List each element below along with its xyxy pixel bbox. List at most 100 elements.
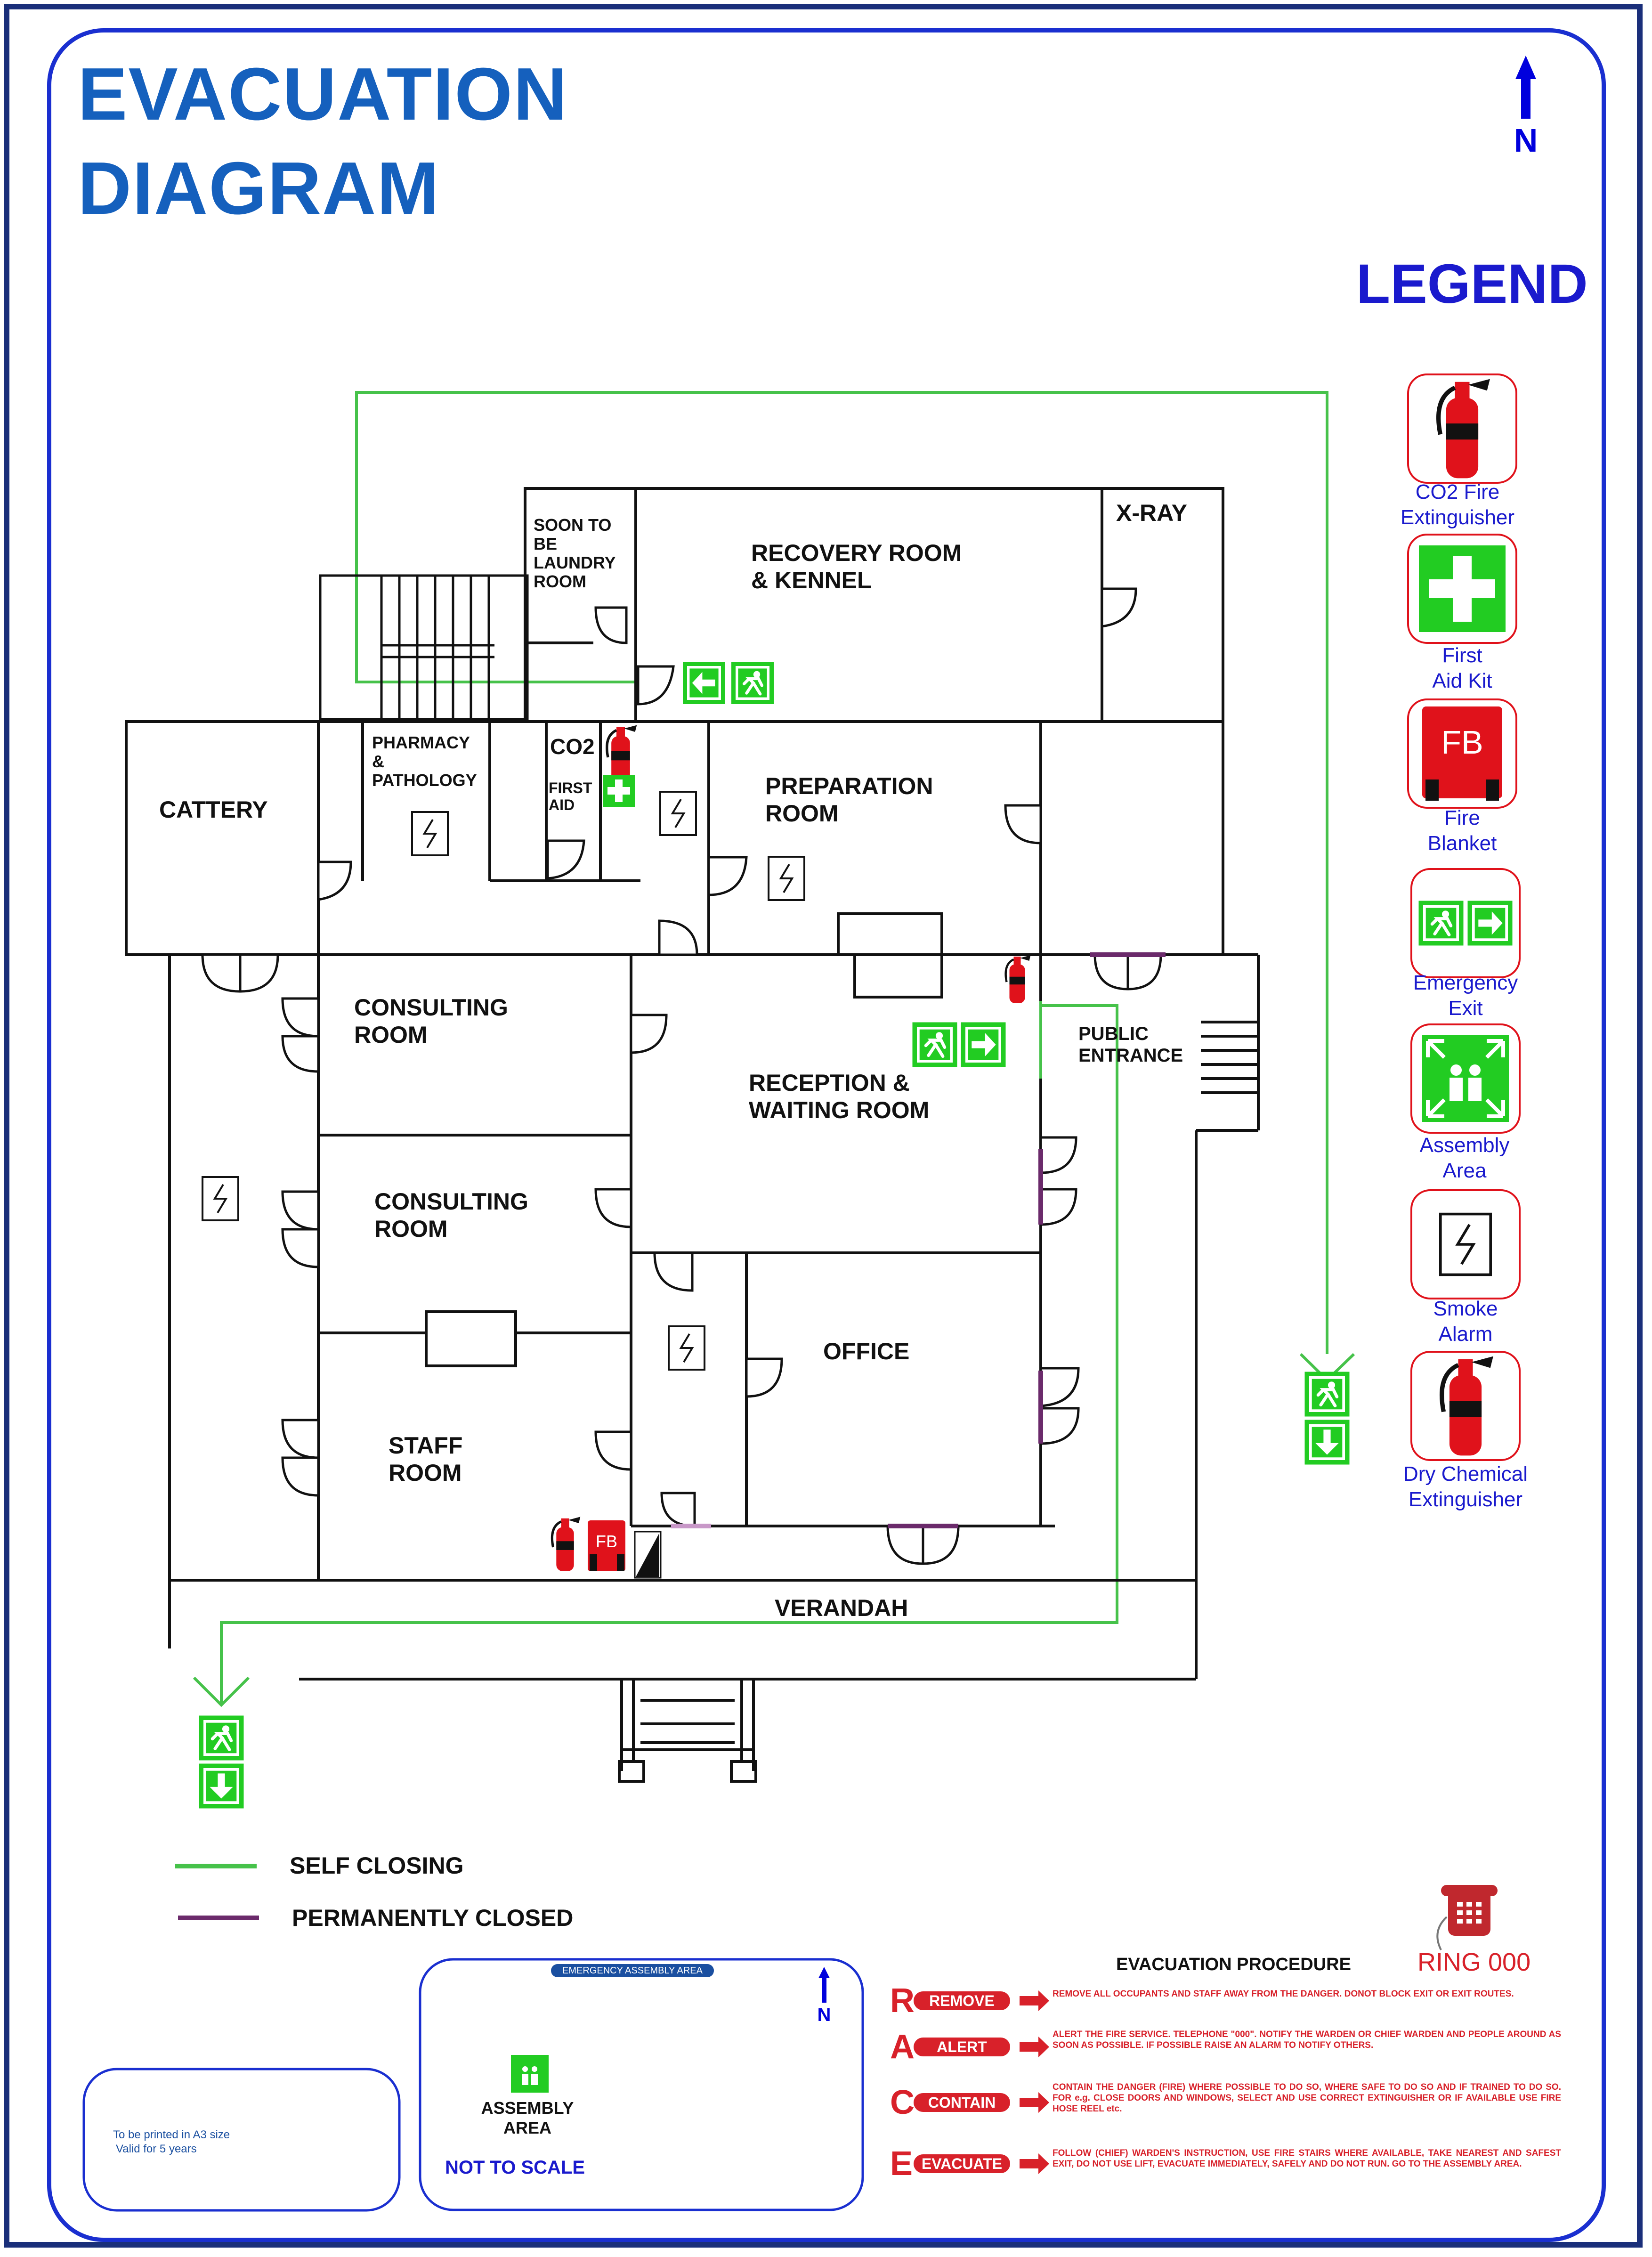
title-line-2: DIAGRAM	[78, 147, 440, 230]
assembly-box-icon	[511, 2055, 549, 2093]
assembly-box-header: EMERGENCY ASSEMBLY AREA	[551, 1964, 714, 1977]
procedure-pill-evacuate: EVACUATE	[914, 2154, 1010, 2173]
room-label-xray: X-RAY	[1116, 500, 1187, 526]
assembly-area-box	[419, 1958, 864, 2211]
legend-assembly-line-2: Area	[1442, 1159, 1487, 1182]
assembly-label-line-1: ASSEMBLY	[481, 2098, 574, 2118]
legend-exit-line-1: Emergency	[1413, 971, 1518, 994]
print-note-line-2: Valid for 5 years	[116, 2143, 197, 2155]
room-label-pharmacy: PHARMACY & PATHOLOGY	[372, 733, 477, 790]
procedure-arrows	[1020, 1990, 1049, 2174]
recovery-line-2: & KENNEL	[751, 567, 872, 593]
fire-blanket-badge: FB	[596, 1532, 617, 1551]
phone-box-icon	[634, 1531, 662, 1579]
doors	[201, 587, 1162, 1565]
procedure-text-evacuate: FOLLOW (CHIEF) WARDEN'S INSTRUCTION, USE…	[1053, 2148, 1561, 2169]
room-label-preparation: PREPARATION ROOM	[765, 772, 933, 827]
legend-label-smoke-alarm: Smoke Alarm	[1395, 1296, 1536, 1347]
legend-co2-line-2: Extinguisher	[1400, 506, 1515, 529]
staff-line-1: STAFF	[389, 1432, 463, 1459]
legend-co2-line-1: CO2 Fire	[1415, 480, 1500, 503]
legend-label-co2: CO2 Fire Extinguisher	[1387, 479, 1528, 530]
closed-door-bars	[888, 952, 1166, 1528]
pharmacy-line-1: PHARMACY	[372, 733, 470, 752]
telephone-icon	[1436, 1885, 1498, 1950]
staff-line-2: ROOM	[389, 1460, 462, 1486]
legend-fire-blanket-line-1: Fire	[1444, 806, 1480, 829]
legend-dry-line-2: Extinguisher	[1408, 1488, 1523, 1511]
legend-label-assembly: Assembly Area	[1394, 1133, 1535, 1184]
first-aid-line-2: AID	[549, 796, 575, 813]
procedure-letter-e: E	[890, 2145, 913, 2183]
stairs-top	[319, 574, 529, 721]
dry-chemical-extinguisher-icon	[552, 1517, 580, 1571]
procedure-text-alert: ALERT THE FIRE SERVICE. TELEPHONE "000".…	[1053, 2030, 1561, 2050]
procedure-pill-remove: REMOVE	[914, 1991, 1010, 2010]
assembly-box-label: ASSEMBLY AREA	[471, 2098, 584, 2138]
consulting-2-line-1: CONSULTING	[374, 1188, 528, 1215]
ring-number: RING 000	[1417, 1948, 1531, 1976]
key-self-closing-label: SELF CLOSING	[290, 1852, 464, 1879]
legend-label-first-aid: First Aid Kit	[1392, 643, 1533, 694]
room-label-reception: RECEPTION & WAITING ROOM	[749, 1069, 929, 1124]
procedure-letter-r: R	[890, 1982, 915, 2020]
legend-assembly-area-icon	[1410, 1023, 1521, 1134]
emergency-exit-sign-reception	[913, 1023, 1006, 1067]
print-note-line-1: To be printed in A3 size	[113, 2128, 230, 2141]
page-title: EVACUATION DIAGRAM	[78, 47, 568, 235]
legend-co2-extinguisher-icon	[1407, 373, 1517, 484]
outer-frame	[4, 4, 1643, 2248]
laundry-line-3: LAUNDRY	[534, 553, 616, 572]
legend-exit-line-2: Exit	[1448, 997, 1483, 1020]
assembly-label-line-2: AREA	[503, 2118, 551, 2137]
legend-assembly-line-1: Assembly	[1419, 1134, 1510, 1157]
room-label-co2: CO2	[550, 734, 595, 759]
recovery-line-1: RECOVERY ROOM	[751, 540, 962, 566]
legend-first-aid-line-1: First	[1442, 644, 1482, 667]
fire-blanket-icon: FB	[588, 1520, 625, 1571]
procedure-pill-alert: ALERT	[914, 2038, 1010, 2056]
area-label-verandah: VERANDAH	[775, 1595, 908, 1621]
legend-smoke-alarm-icon	[1410, 1189, 1521, 1299]
not-to-scale-label: NOT TO SCALE	[445, 2157, 585, 2178]
procedure-letter-c: C	[890, 2084, 915, 2121]
legend-smoke-line-2: Alarm	[1438, 1323, 1493, 1346]
procedure-letter-a: A	[890, 2028, 915, 2066]
laundry-line-2: BE	[534, 534, 558, 553]
preparation-line-2: ROOM	[765, 800, 839, 827]
consulting-2-line-2: ROOM	[374, 1216, 448, 1242]
print-note: To be printed in A3 size Valid for 5 yea…	[113, 2128, 230, 2156]
laundry-line-4: ROOM	[534, 572, 586, 591]
room-label-laundry: SOON TO BE LAUNDRY ROOM	[534, 516, 616, 591]
legend-fire-blanket-badge: FB	[1441, 724, 1483, 761]
reception-line-1: RECEPTION &	[749, 1070, 910, 1096]
north-label: N	[1514, 122, 1538, 159]
print-note-box	[82, 2068, 401, 2212]
first-aid-icon	[603, 775, 635, 807]
smoke-alarm-icon	[768, 856, 805, 901]
room-label-public-entrance: PUBLIC ENTRANCE	[1078, 1023, 1183, 1066]
consulting-1-line-1: CONSULTING	[354, 994, 508, 1021]
procedure-text-remove: REMOVE ALL OCCUPANTS AND STAFF AWAY FROM…	[1053, 1989, 1514, 1999]
pharmacy-line-2: &	[372, 752, 384, 771]
procedure-title: EVACUATION PROCEDURE	[1116, 1955, 1351, 1974]
inner-frame	[47, 28, 1606, 2242]
preparation-line-1: PREPARATION	[765, 773, 933, 799]
legend-label-emergency-exit: Emergency Exit	[1395, 970, 1536, 1021]
legend-first-aid-line-2: Aid Kit	[1432, 669, 1492, 692]
legend-title: LEGEND	[1356, 253, 1588, 315]
legend-fire-blanket-line-2: Blanket	[1427, 832, 1497, 855]
first-aid-line-1: FIRST	[549, 779, 592, 796]
public-entrance-line-2: ENTRANCE	[1078, 1045, 1183, 1066]
room-label-recovery: RECOVERY ROOM & KENNEL	[751, 539, 962, 594]
legend-first-aid-icon	[1407, 534, 1517, 644]
north-arrow	[1515, 56, 1536, 119]
room-label-office: OFFICE	[823, 1338, 910, 1364]
public-entrance-line-1: PUBLIC	[1078, 1023, 1149, 1044]
smoke-alarm-icon	[668, 1325, 705, 1371]
emergency-exit-sign-west	[199, 1716, 244, 1809]
smoke-alarm-icon	[659, 791, 697, 836]
legend-dry-line-1: Dry Chemical	[1403, 1462, 1528, 1486]
room-label-consulting-2: CONSULTING ROOM	[374, 1188, 528, 1242]
